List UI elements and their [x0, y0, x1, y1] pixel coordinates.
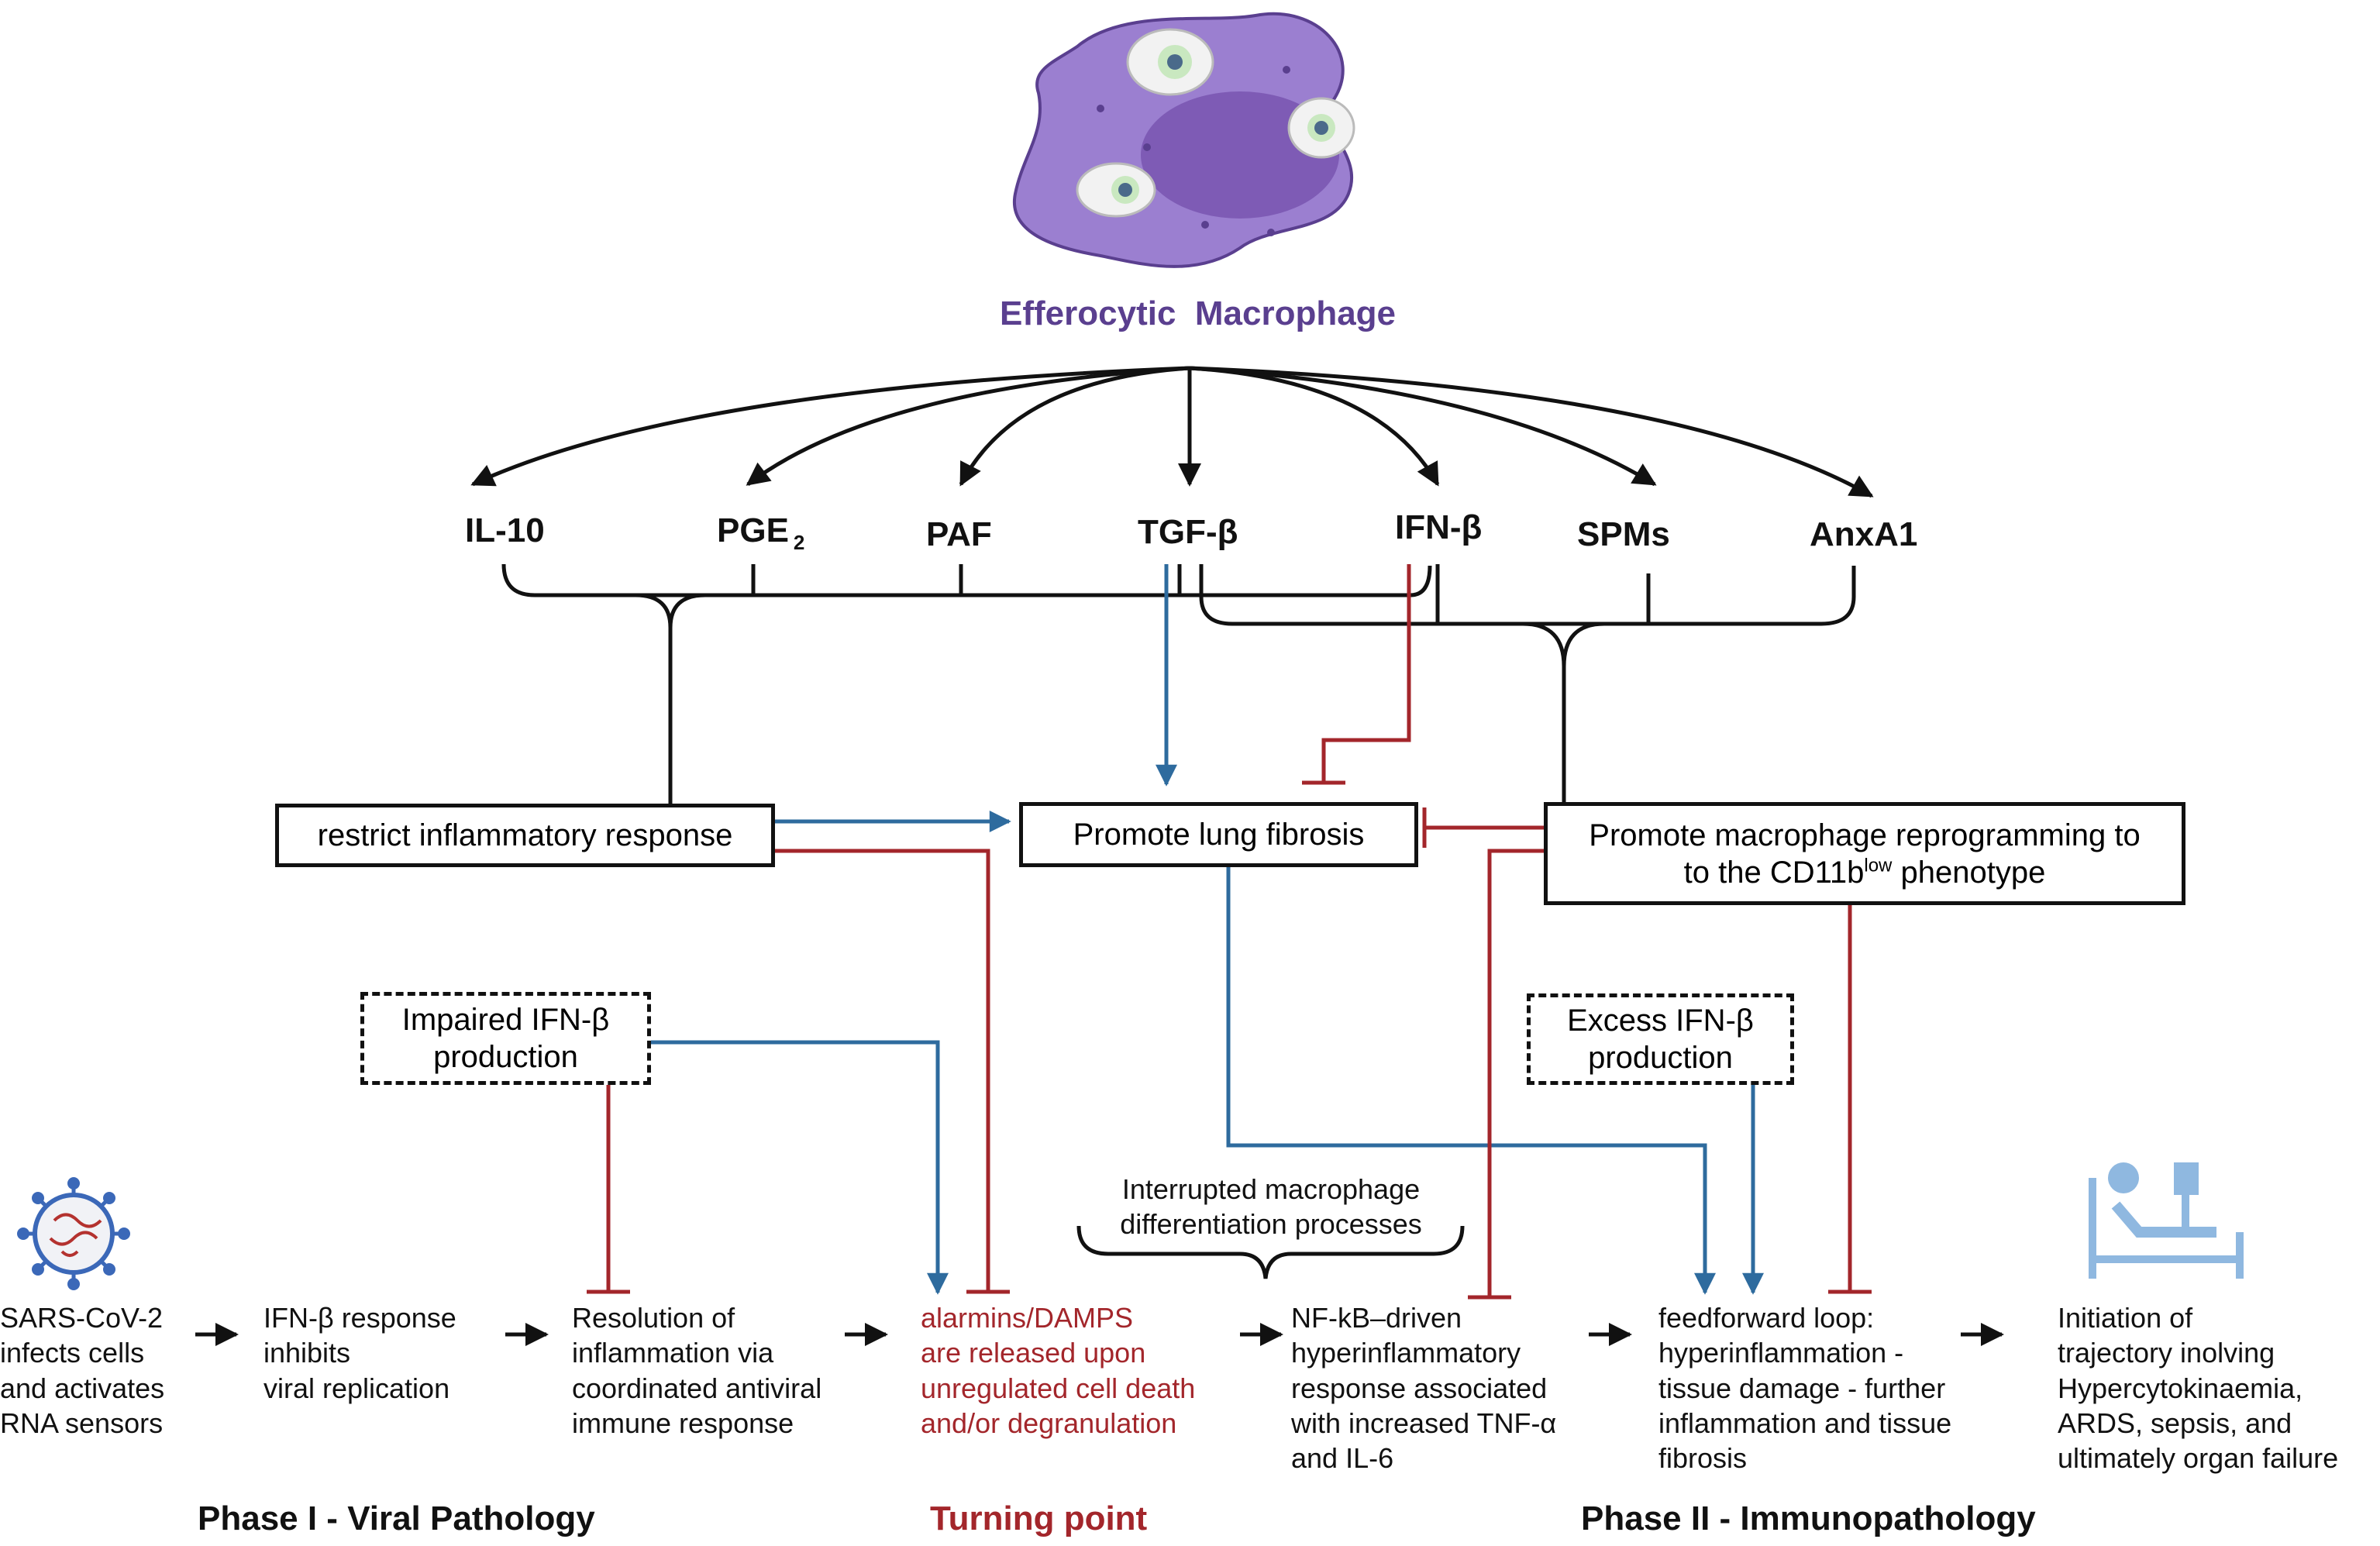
step-feedforward: feedforward loop: hyperinflammation - ti… — [1658, 1302, 1952, 1475]
reprogramming-line2-post: phenotype — [1892, 855, 2046, 890]
inhibition-lines — [587, 564, 1872, 1300]
turning-point-label: Turning point — [930, 1500, 1148, 1537]
macrophage-reprogramming-box: Promote macrophage reprogramming to to t… — [1544, 802, 2185, 905]
mediator-tgf-beta: TGF-β — [1138, 513, 1238, 551]
macrophage-title: Efferocytic Macrophage — [1000, 294, 1397, 332]
step-alarmins-damps: alarmins/DAMPS are released upon unregul… — [921, 1302, 1196, 1440]
impaired-ifn-beta-box: Impaired IFN-β production — [360, 992, 651, 1085]
restrict-inflammatory-box: restrict inflammatory response — [275, 804, 775, 867]
mediator-anxa1: AnxA1 — [1810, 515, 1918, 553]
mediator-paf: PAF — [926, 515, 992, 553]
step-nfkb: NF-kB–driven hyperinflammatory response … — [1291, 1302, 1557, 1475]
excess-ifn-beta-box: Excess IFN-β production — [1527, 993, 1794, 1085]
mediator-spms: SPMs — [1577, 515, 1670, 553]
mediator-ifn-beta: IFN-β — [1395, 508, 1483, 546]
phase-1-label: Phase I - Viral Pathology — [198, 1500, 595, 1537]
activation-arrows — [651, 564, 1764, 1295]
interrupted-differentiation-label: Interrupted macrophage differentiation p… — [1120, 1173, 1422, 1240]
mediator-pge2-label: PGE — [717, 511, 789, 549]
reprogramming-line2: to the CD11blow phenotype — [1684, 854, 2046, 891]
reprogramming-line1: Promote macrophage reprogramming to — [1589, 818, 2141, 852]
macrophage-to-mediator-arrows — [470, 366, 1874, 498]
mediator-pge2-subscript: 2 — [793, 530, 805, 554]
phase-2-label: Phase II - Immunopathology — [1581, 1500, 2036, 1537]
bracket-reprogram — [1199, 564, 1856, 806]
reprogramming-superscript: low — [1864, 855, 1893, 876]
reprogramming-line2-pre: to the CD11b — [1683, 855, 1865, 890]
promote-lung-fibrosis-box: Promote lung fibrosis — [1019, 802, 1418, 867]
bracket-restrict — [501, 563, 1432, 806]
step-sars-cov-2: SARS-CoV-2 infects cells and activates R… — [0, 1302, 165, 1440]
step-resolution: Resolution of inflammation via coordinat… — [572, 1302, 822, 1440]
step-organ-failure: Initiation of trajectory inolving Hyperc… — [2058, 1302, 2339, 1475]
interrupted-bracket — [1076, 1225, 1465, 1279]
step-ifn-response: IFN-β response inhibits viral replicatio… — [263, 1302, 456, 1404]
mediator-il10: IL-10 — [465, 511, 545, 549]
sars-cov-2-virus-icon — [17, 1177, 130, 1290]
hospital-patient-icon — [2089, 1162, 2244, 1279]
macrophage-cell-icon — [1012, 12, 1355, 268]
